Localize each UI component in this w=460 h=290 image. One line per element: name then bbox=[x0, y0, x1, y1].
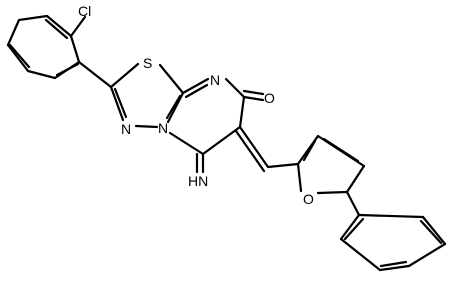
bond-methylidene-1 bbox=[238, 125, 270, 169]
atom-label-imine: HN bbox=[188, 173, 208, 189]
chlorophenyl-ring bbox=[6, 14, 81, 80]
atom-label-n-ring-a: N bbox=[121, 121, 131, 137]
atom-label-n-ring-b: N bbox=[158, 120, 168, 136]
atom-label-o-carbonyl: O bbox=[264, 90, 275, 106]
atom-label-n-ring-top: N bbox=[210, 72, 220, 88]
bond-carbonyl-2 bbox=[242, 89, 265, 96]
thiadiazole-ring bbox=[109, 62, 185, 129]
atom-label-o-furan: O bbox=[303, 191, 314, 207]
bond-ch-furan bbox=[266, 162, 300, 169]
bond-methylidene-2 bbox=[234, 129, 266, 173]
atom-label-cl: Cl bbox=[78, 3, 91, 19]
bond-aryl-thiadiazole bbox=[77, 60, 113, 89]
bond-carbonyl-1 bbox=[242, 95, 265, 102]
pyrimidinone-ring bbox=[168, 77, 246, 156]
bond-furan-phenyl bbox=[345, 190, 361, 217]
bond-c-cl bbox=[69, 15, 87, 38]
atom-label-layer: Cl S N O N N HN O bbox=[78, 3, 314, 207]
atom-label-s: S bbox=[143, 55, 152, 71]
bond-layer bbox=[6, 14, 447, 272]
phenyl-ring bbox=[339, 213, 447, 272]
furan-ring bbox=[296, 134, 366, 195]
